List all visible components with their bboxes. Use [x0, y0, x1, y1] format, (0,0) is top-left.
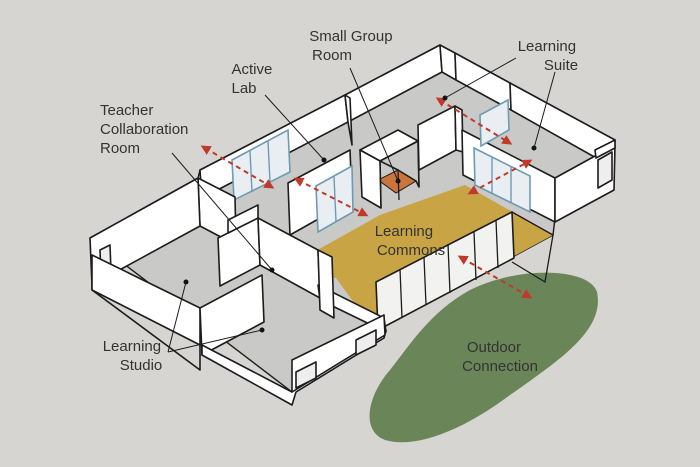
outdoor-connection-area [369, 272, 598, 443]
leader-suite-2 [533, 71, 556, 149]
learning-studio-right-window [295, 361, 317, 389]
learning-studio-right-back [199, 274, 265, 356]
east-end-window [597, 151, 613, 189]
label-learning-suite: Learning Suite [518, 38, 581, 74]
label-outdoor-connection: Outdoor Connection [462, 339, 538, 375]
active-lab-side-wall [344, 94, 353, 146]
learning-studio-right-divider [317, 249, 335, 319]
leader-active-lab [264, 94, 325, 161]
label-small-group-room: Small Group Room [309, 28, 397, 64]
east-end-wall-top [594, 139, 616, 159]
arrow-teacher-lab [200, 145, 275, 189]
leader-studio-2 [167, 329, 263, 353]
arrow-suite-commons [467, 159, 533, 195]
studio-partition-c [227, 204, 259, 234]
leader-studio-1 [167, 281, 187, 353]
label-teacher-collaboration-room: Teacher Collaboration Room [100, 102, 193, 157]
label-active-lab: Active Lab [231, 61, 276, 97]
leader-teacher [171, 152, 273, 271]
arrow-outdoor [457, 255, 533, 299]
arrow-suite-top [435, 97, 513, 145]
arrow-lab-commons [293, 177, 369, 217]
leader-suite-1 [444, 57, 517, 99]
label-learning-studio: Learning Studio [103, 338, 166, 374]
label-learning-commons: Learning Commons [375, 223, 445, 259]
leader-small-group [349, 67, 399, 182]
learning-studio-right-window-2 [355, 329, 377, 356]
